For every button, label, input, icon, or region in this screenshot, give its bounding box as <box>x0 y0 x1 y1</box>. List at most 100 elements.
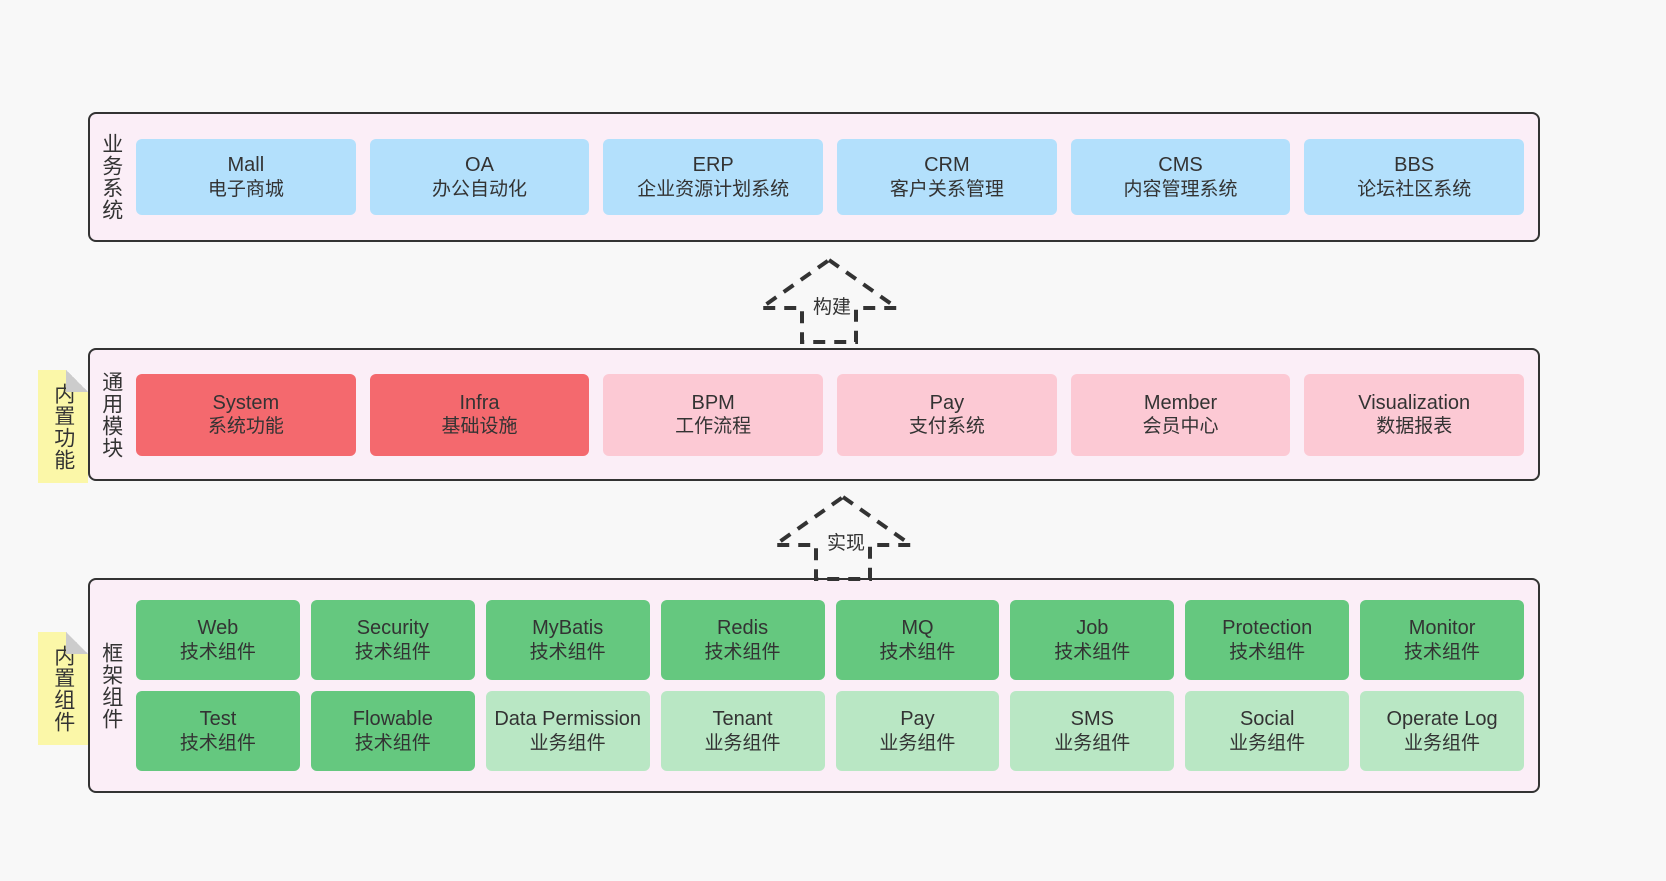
card-subtitle: 技术组件 <box>1229 641 1306 663</box>
business-system-cards: Mall 电子商城 OA 办公自动化 ERP 企业资源计划系统 CRM 客户关系… <box>132 114 1538 240</box>
card-subtitle: 基础设施 <box>441 416 518 438</box>
card-subtitle: 业务组件 <box>879 732 956 754</box>
framework-card-web[interactable]: Web 技术组件 <box>136 600 300 680</box>
framework-card-sms[interactable]: SMS 业务组件 <box>1010 691 1175 771</box>
card-subtitle: 技术组件 <box>179 732 256 754</box>
card-subtitle: 技术组件 <box>354 641 431 663</box>
card-subtitle: 技术组件 <box>179 641 256 663</box>
card-title: Security <box>356 617 429 640</box>
framework-card-protection[interactable]: Protection 技术组件 <box>1185 600 1350 680</box>
card-title: Protection <box>1222 617 1313 640</box>
card-subtitle: 办公自动化 <box>432 178 528 200</box>
card-title: Data Permission <box>494 708 642 731</box>
business-card-crm[interactable]: CRM 客户关系管理 <box>837 139 1057 215</box>
card-title: ERP <box>692 154 734 177</box>
card-title: Pay <box>900 708 935 731</box>
card-subtitle: 企业资源计划系统 <box>637 178 790 200</box>
card-title: Flowable <box>352 708 433 731</box>
card-title: Operate Log <box>1386 708 1498 731</box>
card-subtitle: 客户关系管理 <box>889 178 1004 200</box>
card-title: Monitor <box>1408 617 1476 640</box>
card-title: Mall <box>227 154 265 177</box>
framework-card-test[interactable]: Test 技术组件 <box>136 691 300 771</box>
card-subtitle: 内容管理系统 <box>1123 178 1238 200</box>
builtin-components-sticky-label: 内置组件 <box>51 644 75 733</box>
card-subtitle: 业务组件 <box>1404 732 1481 754</box>
module-card-system[interactable]: System 系统功能 <box>136 373 356 456</box>
framework-components-label: 框架组件 <box>99 641 123 730</box>
card-subtitle: 业务组件 <box>704 732 781 754</box>
business-card-cms[interactable]: CMS 内容管理系统 <box>1070 139 1291 215</box>
card-subtitle: 技术组件 <box>704 641 781 663</box>
framework-card-tenant[interactable]: Tenant 业务组件 <box>660 691 825 771</box>
module-card-bpm[interactable]: BPM 工作流程 <box>603 373 824 456</box>
common-modules-label: 通用模块 <box>99 370 123 459</box>
card-subtitle: 业务组件 <box>1229 732 1306 754</box>
card-title: CMS <box>1158 154 1203 177</box>
card-subtitle: 电子商城 <box>207 178 284 200</box>
module-card-visualization[interactable]: Visualization 数据报表 <box>1304 373 1525 456</box>
common-modules-panel: 通用模块 System 系统功能 Infra 基础设施 BPM 工作流程 Pay… <box>88 348 1540 481</box>
card-subtitle: 业务组件 <box>529 732 606 754</box>
implement-arrow-label: 实现 <box>827 533 866 554</box>
framework-card-social[interactable]: Social 业务组件 <box>1185 691 1350 771</box>
business-card-mall[interactable]: Mall 电子商城 <box>136 139 356 215</box>
builtin-components-sticky: 内置组件 <box>38 632 88 745</box>
builtin-features-sticky-label: 内置功能 <box>51 382 75 471</box>
framework-components-grid: Web 技术组件 Security 技术组件 MyBatis 技术组件 Redi… <box>132 580 1538 791</box>
card-title: Tenant <box>712 708 773 731</box>
business-card-erp[interactable]: ERP 企业资源计划系统 <box>603 139 824 215</box>
card-subtitle: 技术组件 <box>879 641 956 663</box>
card-title: Redis <box>716 617 769 640</box>
card-subtitle: 数据报表 <box>1376 416 1453 438</box>
business-system-panel: 业务系统 Mall 电子商城 OA 办公自动化 ERP 企业资源计划系统 CRM… <box>88 112 1540 242</box>
card-subtitle: 工作流程 <box>675 416 752 438</box>
module-card-infra[interactable]: Infra 基础设施 <box>369 373 590 456</box>
framework-card-security[interactable]: Security 技术组件 <box>310 600 475 680</box>
framework-card-mq[interactable]: MQ 技术组件 <box>835 600 1000 680</box>
framework-card-flowable[interactable]: Flowable 技术组件 <box>310 691 475 771</box>
framework-card-mybatis[interactable]: MyBatis 技术组件 <box>485 600 650 680</box>
card-title: Job <box>1076 617 1109 640</box>
card-title: BBS <box>1394 154 1435 177</box>
business-card-oa[interactable]: OA 办公自动化 <box>369 139 590 215</box>
card-title: OA <box>465 154 494 177</box>
build-arrow-label: 构建 <box>813 297 852 318</box>
card-title: MQ <box>901 617 934 640</box>
module-card-pay[interactable]: Pay 支付系统 <box>837 373 1057 456</box>
card-title: SMS <box>1070 708 1114 731</box>
framework-components-panel: 框架组件 Web 技术组件 Security 技术组件 MyBatis 技术组件… <box>88 578 1540 793</box>
framework-row-business: Test 技术组件 Flowable 技术组件 Data Permission … <box>136 691 1524 771</box>
card-subtitle: 系统功能 <box>207 416 284 438</box>
card-subtitle: 技术组件 <box>1404 641 1481 663</box>
module-card-member[interactable]: Member 会员中心 <box>1070 373 1291 456</box>
card-title: Pay <box>929 391 965 414</box>
framework-card-monitor[interactable]: Monitor 技术组件 <box>1360 600 1524 680</box>
framework-card-pay[interactable]: Pay 业务组件 <box>835 691 1000 771</box>
card-title: Social <box>1239 708 1295 731</box>
card-title: Infra <box>459 391 500 414</box>
card-title: Visualization <box>1358 391 1471 414</box>
build-arrow <box>756 256 902 346</box>
card-subtitle: 支付系统 <box>908 416 985 438</box>
card-title: Test <box>199 708 237 731</box>
framework-card-redis[interactable]: Redis 技术组件 <box>660 600 825 680</box>
card-title: MyBatis <box>532 617 604 640</box>
card-title: CRM <box>924 154 970 177</box>
common-modules-cards: System 系统功能 Infra 基础设施 BPM 工作流程 Pay 支付系统… <box>132 350 1538 479</box>
business-system-label: 业务系统 <box>99 133 123 221</box>
framework-card-job[interactable]: Job 技术组件 <box>1010 600 1175 680</box>
card-title: Member <box>1143 391 1218 414</box>
card-subtitle: 技术组件 <box>529 641 606 663</box>
card-subtitle: 技术组件 <box>1054 641 1131 663</box>
card-subtitle: 技术组件 <box>354 732 431 754</box>
builtin-features-sticky: 内置功能 <box>38 370 88 483</box>
implement-arrow <box>770 493 916 583</box>
business-card-bbs[interactable]: BBS 论坛社区系统 <box>1304 139 1525 215</box>
framework-row-tech: Web 技术组件 Security 技术组件 MyBatis 技术组件 Redi… <box>136 600 1524 680</box>
card-title: BPM <box>691 391 735 414</box>
framework-card-operate-log[interactable]: Operate Log 业务组件 <box>1360 691 1524 771</box>
framework-card-data-permission[interactable]: Data Permission 业务组件 <box>485 691 650 771</box>
card-subtitle: 业务组件 <box>1054 732 1131 754</box>
card-subtitle: 论坛社区系统 <box>1357 178 1472 200</box>
